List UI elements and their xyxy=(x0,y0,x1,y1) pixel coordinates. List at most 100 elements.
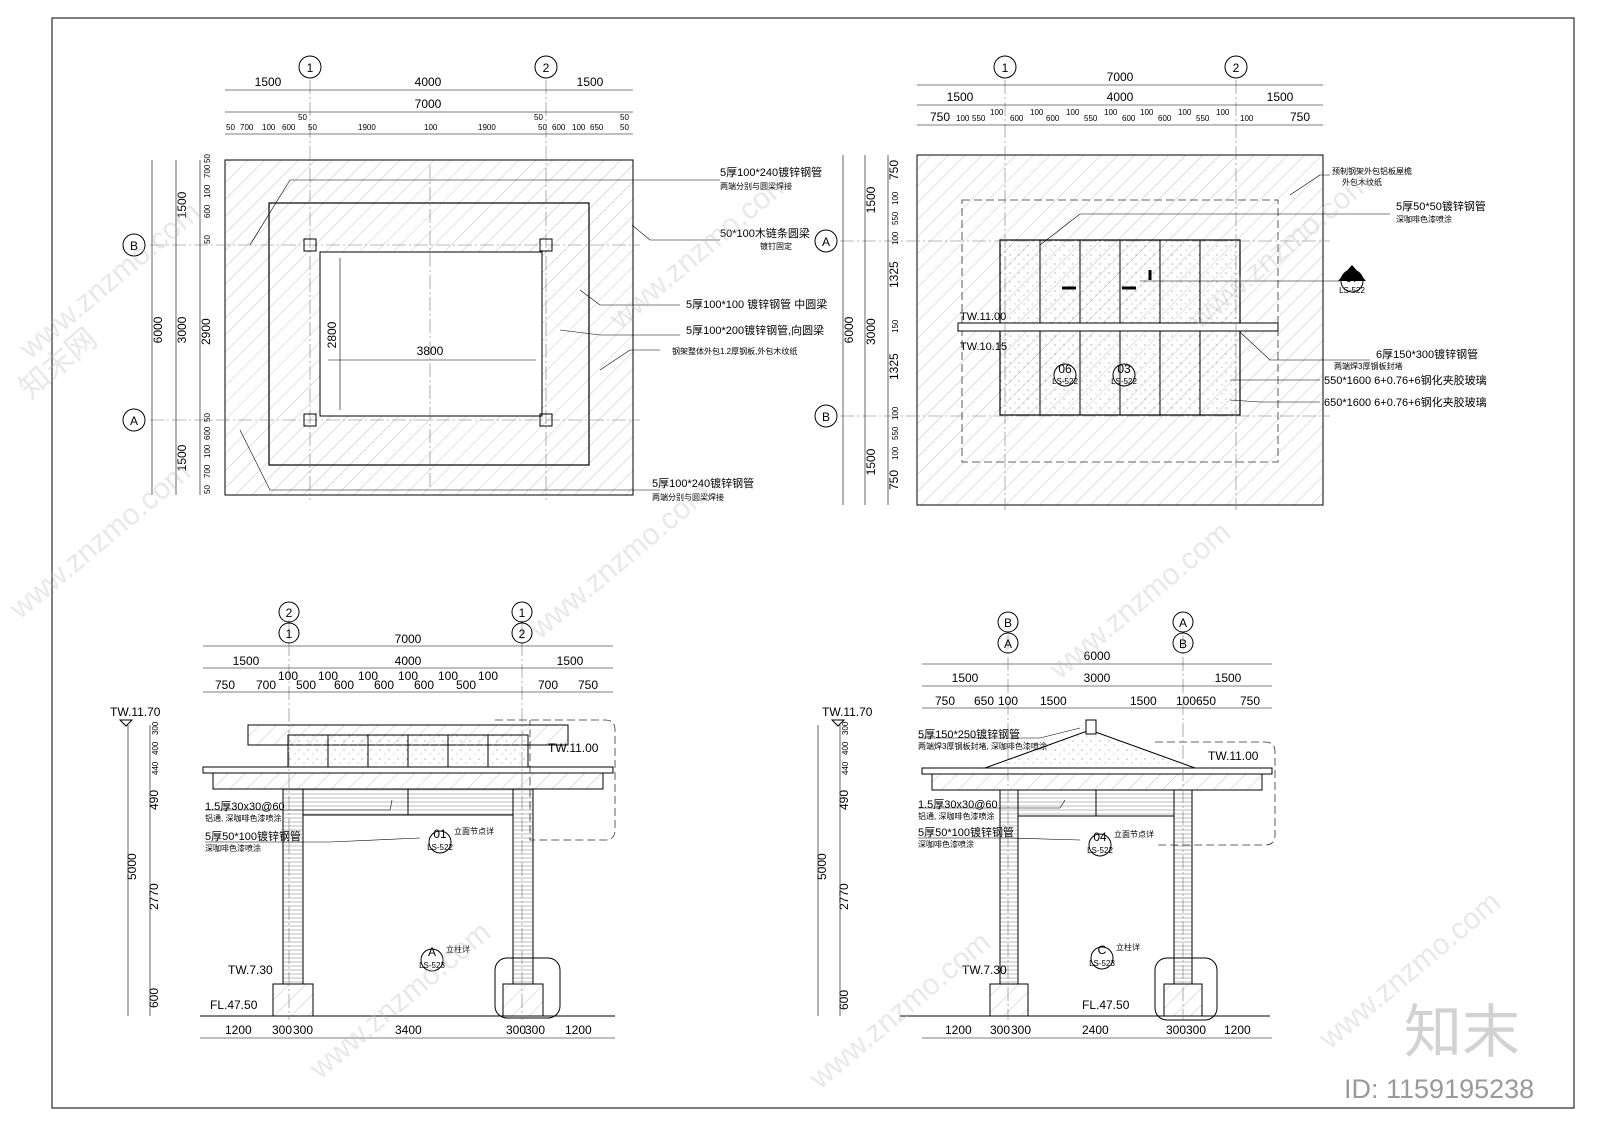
elev2-detail-tag xyxy=(1090,946,1114,970)
elev1-detail-bubble xyxy=(494,957,561,1019)
elev1-tag-ref: LS-522 xyxy=(427,843,453,852)
elev2-base-left xyxy=(989,983,1029,1017)
elev2-tag-num: 04 xyxy=(1093,830,1107,844)
elev2-note: 深咖啡色漆喷涂 xyxy=(918,839,974,849)
plan2-note: 650*1600 6+0.76+6钢化夹胶玻璃 xyxy=(1324,395,1487,409)
plan2-top-dim: 1500 xyxy=(947,90,974,104)
plan2-detail-dim: 100 xyxy=(1140,108,1154,117)
elev1-eave xyxy=(202,766,614,774)
elev1-left-dim: 2770 xyxy=(147,883,161,910)
sheet-frame xyxy=(51,17,1575,1109)
elev2-bottom-dim: 300 xyxy=(1011,1023,1031,1037)
plan1-detail-dim: 50 xyxy=(203,485,212,494)
elev2-bottom-dim: 1200 xyxy=(1224,1023,1251,1037)
plan2-top-dims-detail: 750 100 550 100 600 100 600 100 550 100 … xyxy=(930,108,1310,124)
elev2-top-dim: 1500 xyxy=(952,671,979,685)
plan2-left-dim: 6000 xyxy=(842,316,856,343)
plan2-detail-dim: 100 xyxy=(891,406,900,420)
elev1-grid-bubble xyxy=(278,622,300,644)
plan1-detail-dim: 650 xyxy=(590,123,604,132)
plan1-note: 两端分别与圆梁焊接 xyxy=(720,181,792,191)
elev1-detail-dim: 750 xyxy=(578,678,598,692)
elev2-eave xyxy=(921,767,1273,775)
elev2-top-dim-total: 6000 xyxy=(1084,649,1111,663)
plan1-inner-width: 3800 xyxy=(417,344,444,358)
plan1-node xyxy=(303,238,317,252)
elev2-left-dim: 490 xyxy=(837,790,851,810)
plan2-leader xyxy=(1229,399,1320,403)
plan2-detail-dim: 1325 xyxy=(887,353,901,380)
watermark-text: www.znzmo.com xyxy=(3,455,197,626)
plan2-grid-row-label: A xyxy=(822,235,830,249)
plan1-inner-height: 2800 xyxy=(325,321,339,348)
plan1-detail-dim: 600 xyxy=(203,204,212,218)
plan1-grid-bubble xyxy=(122,233,146,257)
plan2-detail-dim: 750 xyxy=(1290,110,1310,124)
plan2-tag-num: 07 xyxy=(1345,271,1359,285)
plan1-top-dim: 1500 xyxy=(577,75,604,89)
plan1-top-dim: 1500 xyxy=(255,75,282,89)
plan2-level: TW.10.15 xyxy=(960,341,1007,353)
plan1-note: 5厚100*240镀锌钢管 xyxy=(720,165,822,179)
plan2-leader xyxy=(1039,213,1390,246)
elev2-detail-dim: 100 xyxy=(1176,694,1196,708)
plan2-detail-dim: 600 xyxy=(1010,114,1024,123)
elev1-base-left xyxy=(272,983,314,1017)
plan1-note: 镀钉固定 xyxy=(760,241,792,251)
elev2-grid-label: A xyxy=(1004,637,1012,651)
elev2-tag-title: 立柱详 xyxy=(1116,942,1140,952)
plan2-note: 预制钢架外包铝板屋檐 xyxy=(1332,166,1412,176)
elev1-grid-label: 1 xyxy=(519,606,526,620)
plan1-grid-row-label: A xyxy=(130,414,138,428)
elev2-detail-dim: 100 xyxy=(998,694,1018,708)
elev2-left-dim: 600 xyxy=(837,990,851,1010)
elev1-grid-label: 2 xyxy=(519,627,526,641)
plan2-detail-dim: 100 xyxy=(1066,108,1080,117)
plan1-top-dim: 4000 xyxy=(415,75,442,89)
elev1-level: TW.7.30 xyxy=(228,963,273,977)
plan1-grid-row-label: B xyxy=(130,239,138,253)
elev2-left-dim: 5000 xyxy=(815,853,829,880)
elev1-top-dims-detail: 750 700 100 500 100 600 100 600 100 600 … xyxy=(215,669,598,692)
plan1-grid-bubble xyxy=(122,408,146,432)
plan-view-roof-framing: 3800 2800 1 2 B A 1500 4000 1500 7000 50… xyxy=(122,55,827,502)
plan2-detail-dim: 100 xyxy=(956,114,970,123)
plan2-section-tag xyxy=(1053,363,1077,387)
plan2-detail-dim: 550 xyxy=(891,426,900,440)
elev1-left-dim: 490 xyxy=(147,790,161,810)
elev2-level: TW.11.00 xyxy=(1208,749,1259,763)
plan2-detail-dim: 600 xyxy=(1158,114,1172,123)
elev1-grid-bubble xyxy=(278,601,300,623)
plan2-left-dims-detail: 750 100 550 100 1325 3000 150 1325 100 5… xyxy=(864,160,901,490)
plan2-note: 两端焊3厚钢板封堵 xyxy=(1334,361,1402,371)
plan1-detail-dim: 50 xyxy=(620,113,629,122)
elev1-top-dim: 4000 xyxy=(395,654,422,668)
plan2-grid-col-label: 2 xyxy=(1233,61,1240,75)
plan2-note: 深咖啡色漆喷涂 xyxy=(1396,214,1452,224)
plan2-left-dim: 1500 xyxy=(864,186,878,213)
elev2-grid-label: A xyxy=(1179,616,1187,630)
elev1-column-left xyxy=(282,788,304,985)
elev1-detail-cloud xyxy=(495,719,616,841)
plan2-section-tag xyxy=(1112,363,1136,387)
elev2-level: TW.11.70 xyxy=(822,705,873,719)
plan2-grid-bubble xyxy=(993,55,1017,79)
elev1-bottom-dim: 300 xyxy=(506,1023,526,1037)
plan2-detail-dim: 100 xyxy=(891,446,900,460)
elev2-ridge-cap xyxy=(1085,719,1097,735)
plan2-note: 6厚150*300镀锌钢管 xyxy=(1376,347,1478,361)
plan1-detail-dim: 50 xyxy=(203,235,212,244)
elev2-level: FL.47.50 xyxy=(1082,998,1130,1012)
elev1-detail-dim: 600 xyxy=(374,678,394,692)
plan1-detail-dim: 50 xyxy=(308,123,317,132)
elev2-top-dim: 1500 xyxy=(1215,671,1242,685)
elev2-bottom-dim: 2400 xyxy=(1082,1023,1109,1037)
plan1-note: 5厚100*200镀锌钢管,向圆梁 xyxy=(686,323,824,337)
plan2-detail-dim: 550 xyxy=(1084,114,1098,123)
plan1-left-dim: 1500 xyxy=(175,444,189,471)
elev1-tag-ref: LS-523 xyxy=(419,961,445,970)
elev1-bottom-dim: 1200 xyxy=(225,1023,252,1037)
elev1-tag-title: 立柱详 xyxy=(446,944,470,954)
plan2-detail-dim: 600 xyxy=(1046,114,1060,123)
plan2-detail-dim: 3000 xyxy=(864,318,878,345)
